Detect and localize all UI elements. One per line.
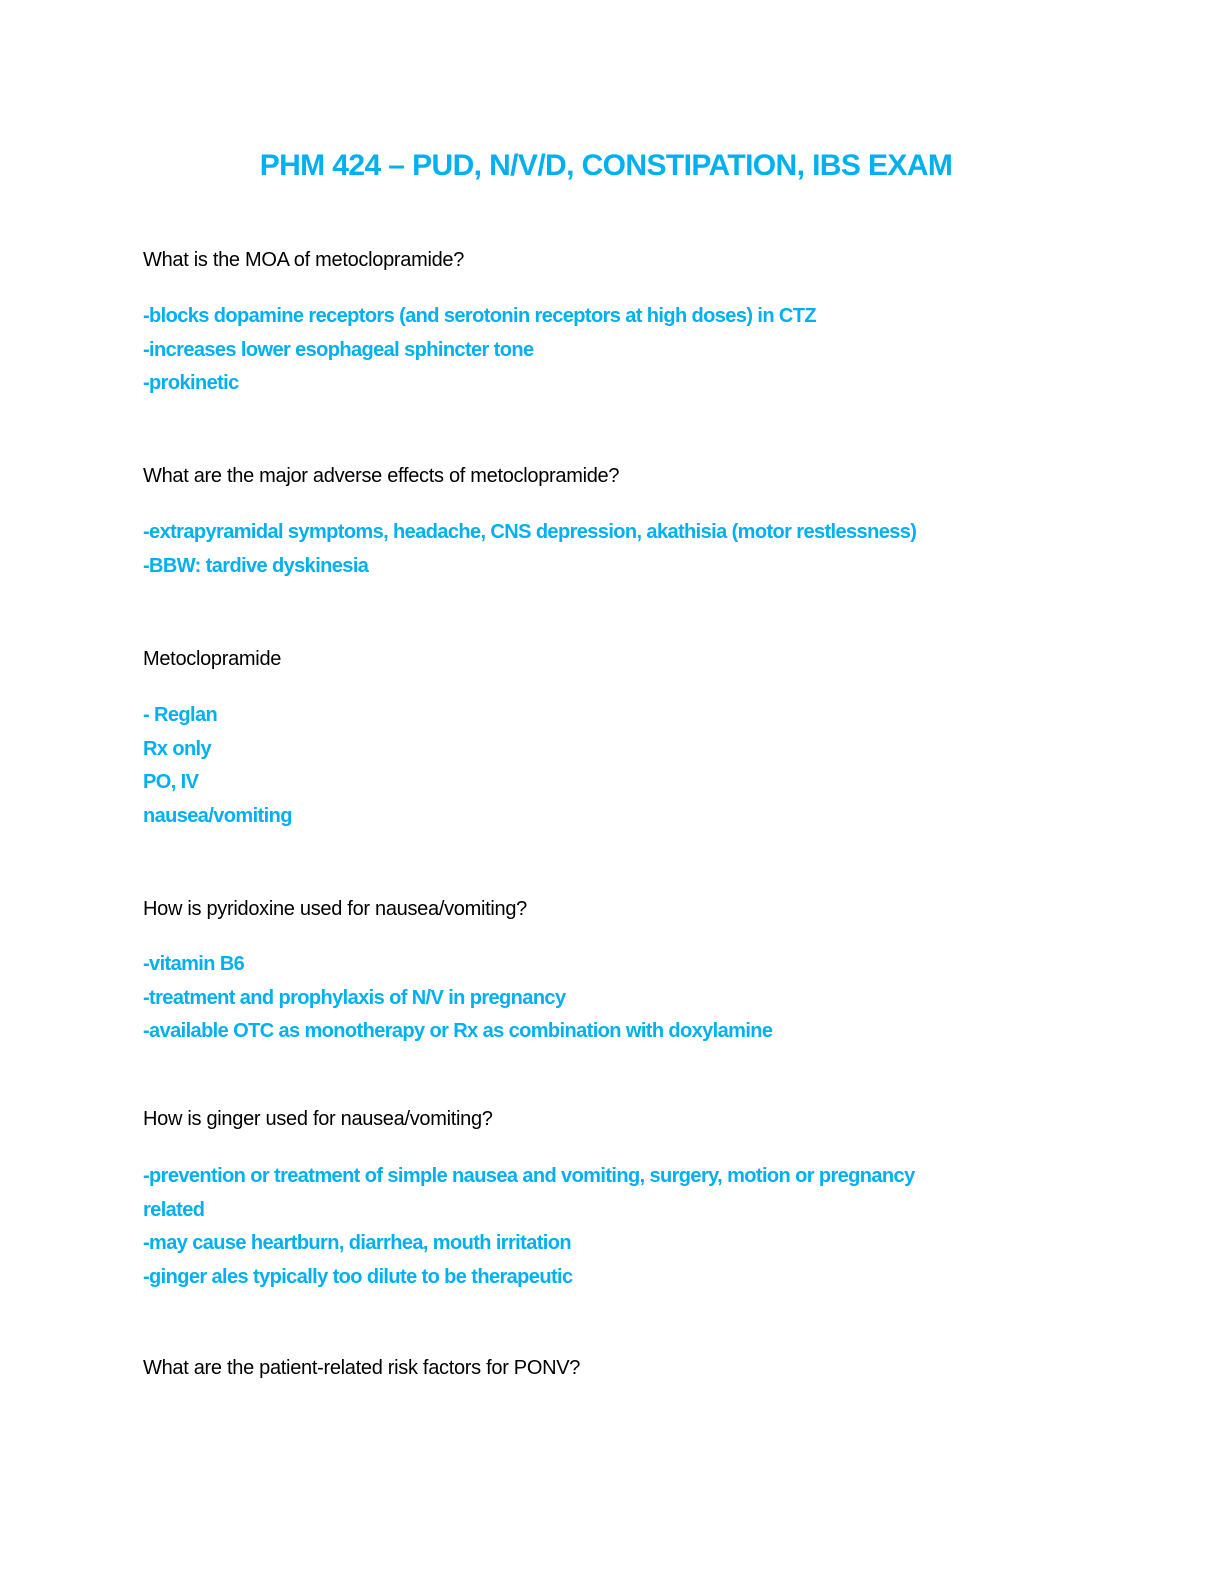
- answer-line: -blocks dopamine receptors (and serotoni…: [143, 305, 817, 327]
- answer-line: -treatment and prophylaxis of N/V in pre…: [143, 986, 566, 1009]
- question-ginger: How is ginger used for nausea/vomiting?: [143, 1108, 493, 1130]
- answer-line: -BBW: tardive dyskinesia: [143, 554, 369, 577]
- answer-line: -increases lower esophageal sphincter to…: [143, 338, 534, 361]
- question-adverse-effects-metoclopramide: What are the major adverse effects of me…: [143, 465, 620, 487]
- answer-line: Rx only: [143, 737, 212, 760]
- answer-line: related: [143, 1198, 205, 1221]
- answer-metoclopramide: - Reglan Rx only PO, IV nausea/vomiting: [143, 699, 292, 833]
- question-metoclopramide: Metoclopramide: [143, 648, 282, 670]
- answer-line: -prokinetic: [143, 372, 239, 395]
- answer-line: -vitamin B6: [143, 953, 245, 975]
- page-title: PHM 424 – PUD, N/V/D, CONSTIPATION, IBS …: [259, 149, 953, 182]
- answer-moa-metoclopramide: -blocks dopamine receptors (and serotoni…: [143, 300, 817, 401]
- answer-line: nausea/vomiting: [143, 804, 292, 827]
- question-ponv-risk-factors: What are the patient-related risk factor…: [143, 1357, 581, 1379]
- answer-line: - Reglan: [143, 704, 218, 726]
- answer-line: -available OTC as monotherapy or Rx as c…: [143, 1020, 773, 1043]
- answer-line: -prevention or treatment of simple nause…: [143, 1165, 915, 1187]
- answer-adverse-effects-metoclopramide: -extrapyramidal symptoms, headache, CNS …: [143, 516, 917, 583]
- answer-pyridoxine: -vitamin B6 -treatment and prophylaxis o…: [143, 948, 773, 1049]
- answer-line: -may cause heartburn, diarrhea, mouth ir…: [143, 1232, 572, 1255]
- answer-line: -ginger ales typically too dilute to be …: [143, 1265, 573, 1288]
- question-pyridoxine: How is pyridoxine used for nausea/vomiti…: [143, 898, 527, 920]
- answer-line: PO, IV: [143, 771, 199, 794]
- answer-line: -extrapyramidal symptoms, headache, CNS …: [143, 521, 917, 543]
- question-moa-metoclopramide: What is the MOA of metoclopramide?: [143, 249, 465, 271]
- answer-ginger: -prevention or treatment of simple nause…: [143, 1160, 915, 1294]
